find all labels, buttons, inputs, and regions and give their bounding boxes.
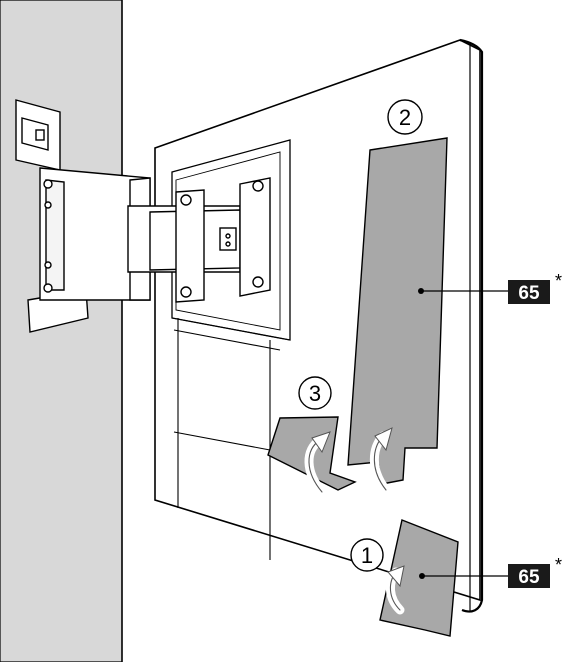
callout-step-2: 2 [387, 99, 423, 135]
callout-step-3-label: 3 [309, 381, 321, 406]
callout-step-1-label: 1 [361, 543, 373, 568]
model-badge-top-label: 65 [518, 283, 540, 304]
cover-panel-2 [347, 137, 448, 485]
footnote-mark-top: * [555, 271, 562, 291]
footnote-mark-bottom: * [555, 555, 562, 575]
callout-step-3: 3 [298, 376, 332, 410]
callout-step-1: 1 [350, 538, 384, 572]
callout-step-2-label: 2 [399, 105, 411, 130]
arrowheads [311, 427, 405, 588]
model-badge-bottom: 65 * [508, 555, 562, 588]
model-badge-bottom-label: 65 [518, 567, 540, 588]
leader-dot-top [418, 288, 424, 294]
mounting-arm [127, 177, 271, 303]
wall [0, 0, 123, 662]
model-badge-top: 65 * [508, 271, 562, 304]
leader-dot-bottom [419, 573, 425, 579]
